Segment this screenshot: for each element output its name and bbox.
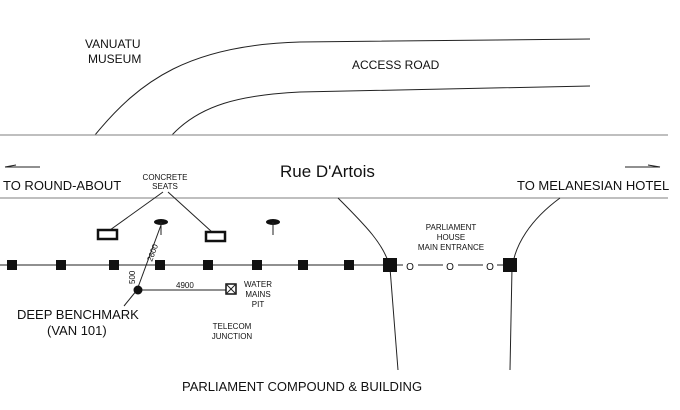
seats-label-2: SEATS — [152, 182, 178, 191]
water-pit-label-2: MAINS — [245, 290, 270, 299]
to-hotel-label: TO MELANESIAN HOTEL — [517, 178, 669, 193]
water-pit-icon — [225, 283, 237, 295]
dimension-line-2600 — [136, 224, 162, 291]
telecom-label-1: TELECOM — [213, 322, 252, 331]
dimension-2600: 2600 — [145, 242, 160, 262]
seat-leader-line — [109, 191, 164, 231]
dimension-4900: 4900 — [176, 281, 194, 290]
fence-line — [0, 258, 517, 272]
entrance-label-1: PARLIAMENT — [426, 223, 477, 232]
access-road-lower-edge — [171, 85, 591, 136]
concrete-seat — [96, 228, 119, 241]
water-pit-label-3: PIT — [252, 300, 265, 309]
seats-label-1: CONCRETE — [143, 173, 188, 182]
benchmark-label-1: DEEP BENCHMARK — [17, 307, 139, 322]
benchmark-label-2: (VAN 101) — [47, 323, 107, 338]
gate-mark: O — [406, 262, 414, 273]
left-arrow-icon — [4, 164, 40, 168]
telecom-label-2: JUNCTION — [212, 332, 253, 341]
water-pit-label-1: WATER — [244, 280, 272, 289]
museum-label-2: MUSEUM — [88, 52, 141, 66]
compound-label: PARLIAMENT COMPOUND & BUILDING — [182, 379, 422, 394]
access-road-upper-edge — [94, 38, 591, 136]
palm-tree-icon — [154, 219, 168, 235]
gate-post — [383, 258, 397, 272]
dimension-500: 500 — [128, 270, 137, 284]
entrance-label-2: HOUSE — [437, 233, 465, 242]
driveway-right — [509, 197, 561, 371]
gate-post — [503, 258, 517, 272]
gate-mark: O — [486, 262, 494, 273]
seat-leader-line — [167, 191, 213, 233]
street-name: Rue D'Artois — [280, 162, 375, 181]
to-roundabout-label: TO ROUND-ABOUT — [3, 178, 121, 193]
access-road-label: ACCESS ROAD — [352, 58, 440, 72]
palm-tree-icon — [266, 219, 280, 235]
entrance-label-3: MAIN ENTRANCE — [418, 243, 484, 252]
museum-label-1: VANUATU — [85, 37, 141, 51]
driveway-left — [337, 197, 399, 371]
benchmark-point — [133, 285, 143, 295]
concrete-seat — [204, 230, 227, 243]
right-arrow-icon — [625, 164, 661, 168]
gate-mark: O — [446, 262, 454, 273]
